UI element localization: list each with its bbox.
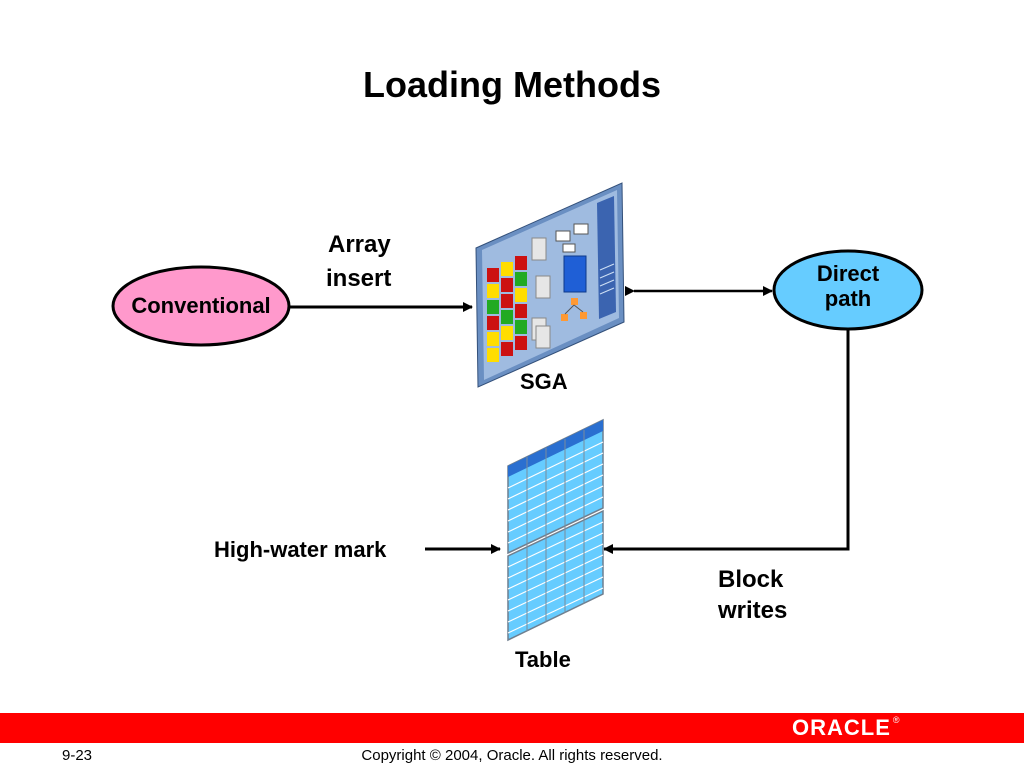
slide-title: Loading Methods bbox=[363, 64, 661, 105]
footer-bar bbox=[0, 713, 1024, 743]
copyright-notice: Copyright © 2004, Oracle. All rights res… bbox=[361, 747, 663, 764]
oracle-logo: ORACLE® bbox=[792, 715, 901, 741]
sga-icon bbox=[475, 182, 625, 388]
block-writes-label-line2: writes bbox=[718, 597, 788, 624]
block-writes-label-line1: Block bbox=[718, 566, 784, 593]
array-insert-label-line1: Array bbox=[328, 231, 391, 258]
high-water-mark-label: High-water mark bbox=[214, 537, 387, 562]
direct-path-label-line2: path bbox=[824, 286, 872, 311]
table-label: Table bbox=[515, 647, 571, 672]
page-number: 9-23 bbox=[62, 747, 93, 764]
oracle-logo-text: ORACLE bbox=[792, 715, 891, 740]
block-writes-arrow bbox=[603, 330, 850, 554]
registered-mark: ® bbox=[892, 715, 901, 725]
conventional-label: Conventional bbox=[131, 293, 271, 318]
direct-path-node bbox=[772, 249, 924, 331]
table-icon bbox=[507, 418, 604, 642]
sga-label: SGA bbox=[520, 369, 568, 394]
loading-methods-diagram bbox=[111, 182, 924, 642]
direct-path-label-line1: Direct bbox=[816, 261, 880, 286]
array-insert-label-line2: insert bbox=[326, 265, 392, 292]
